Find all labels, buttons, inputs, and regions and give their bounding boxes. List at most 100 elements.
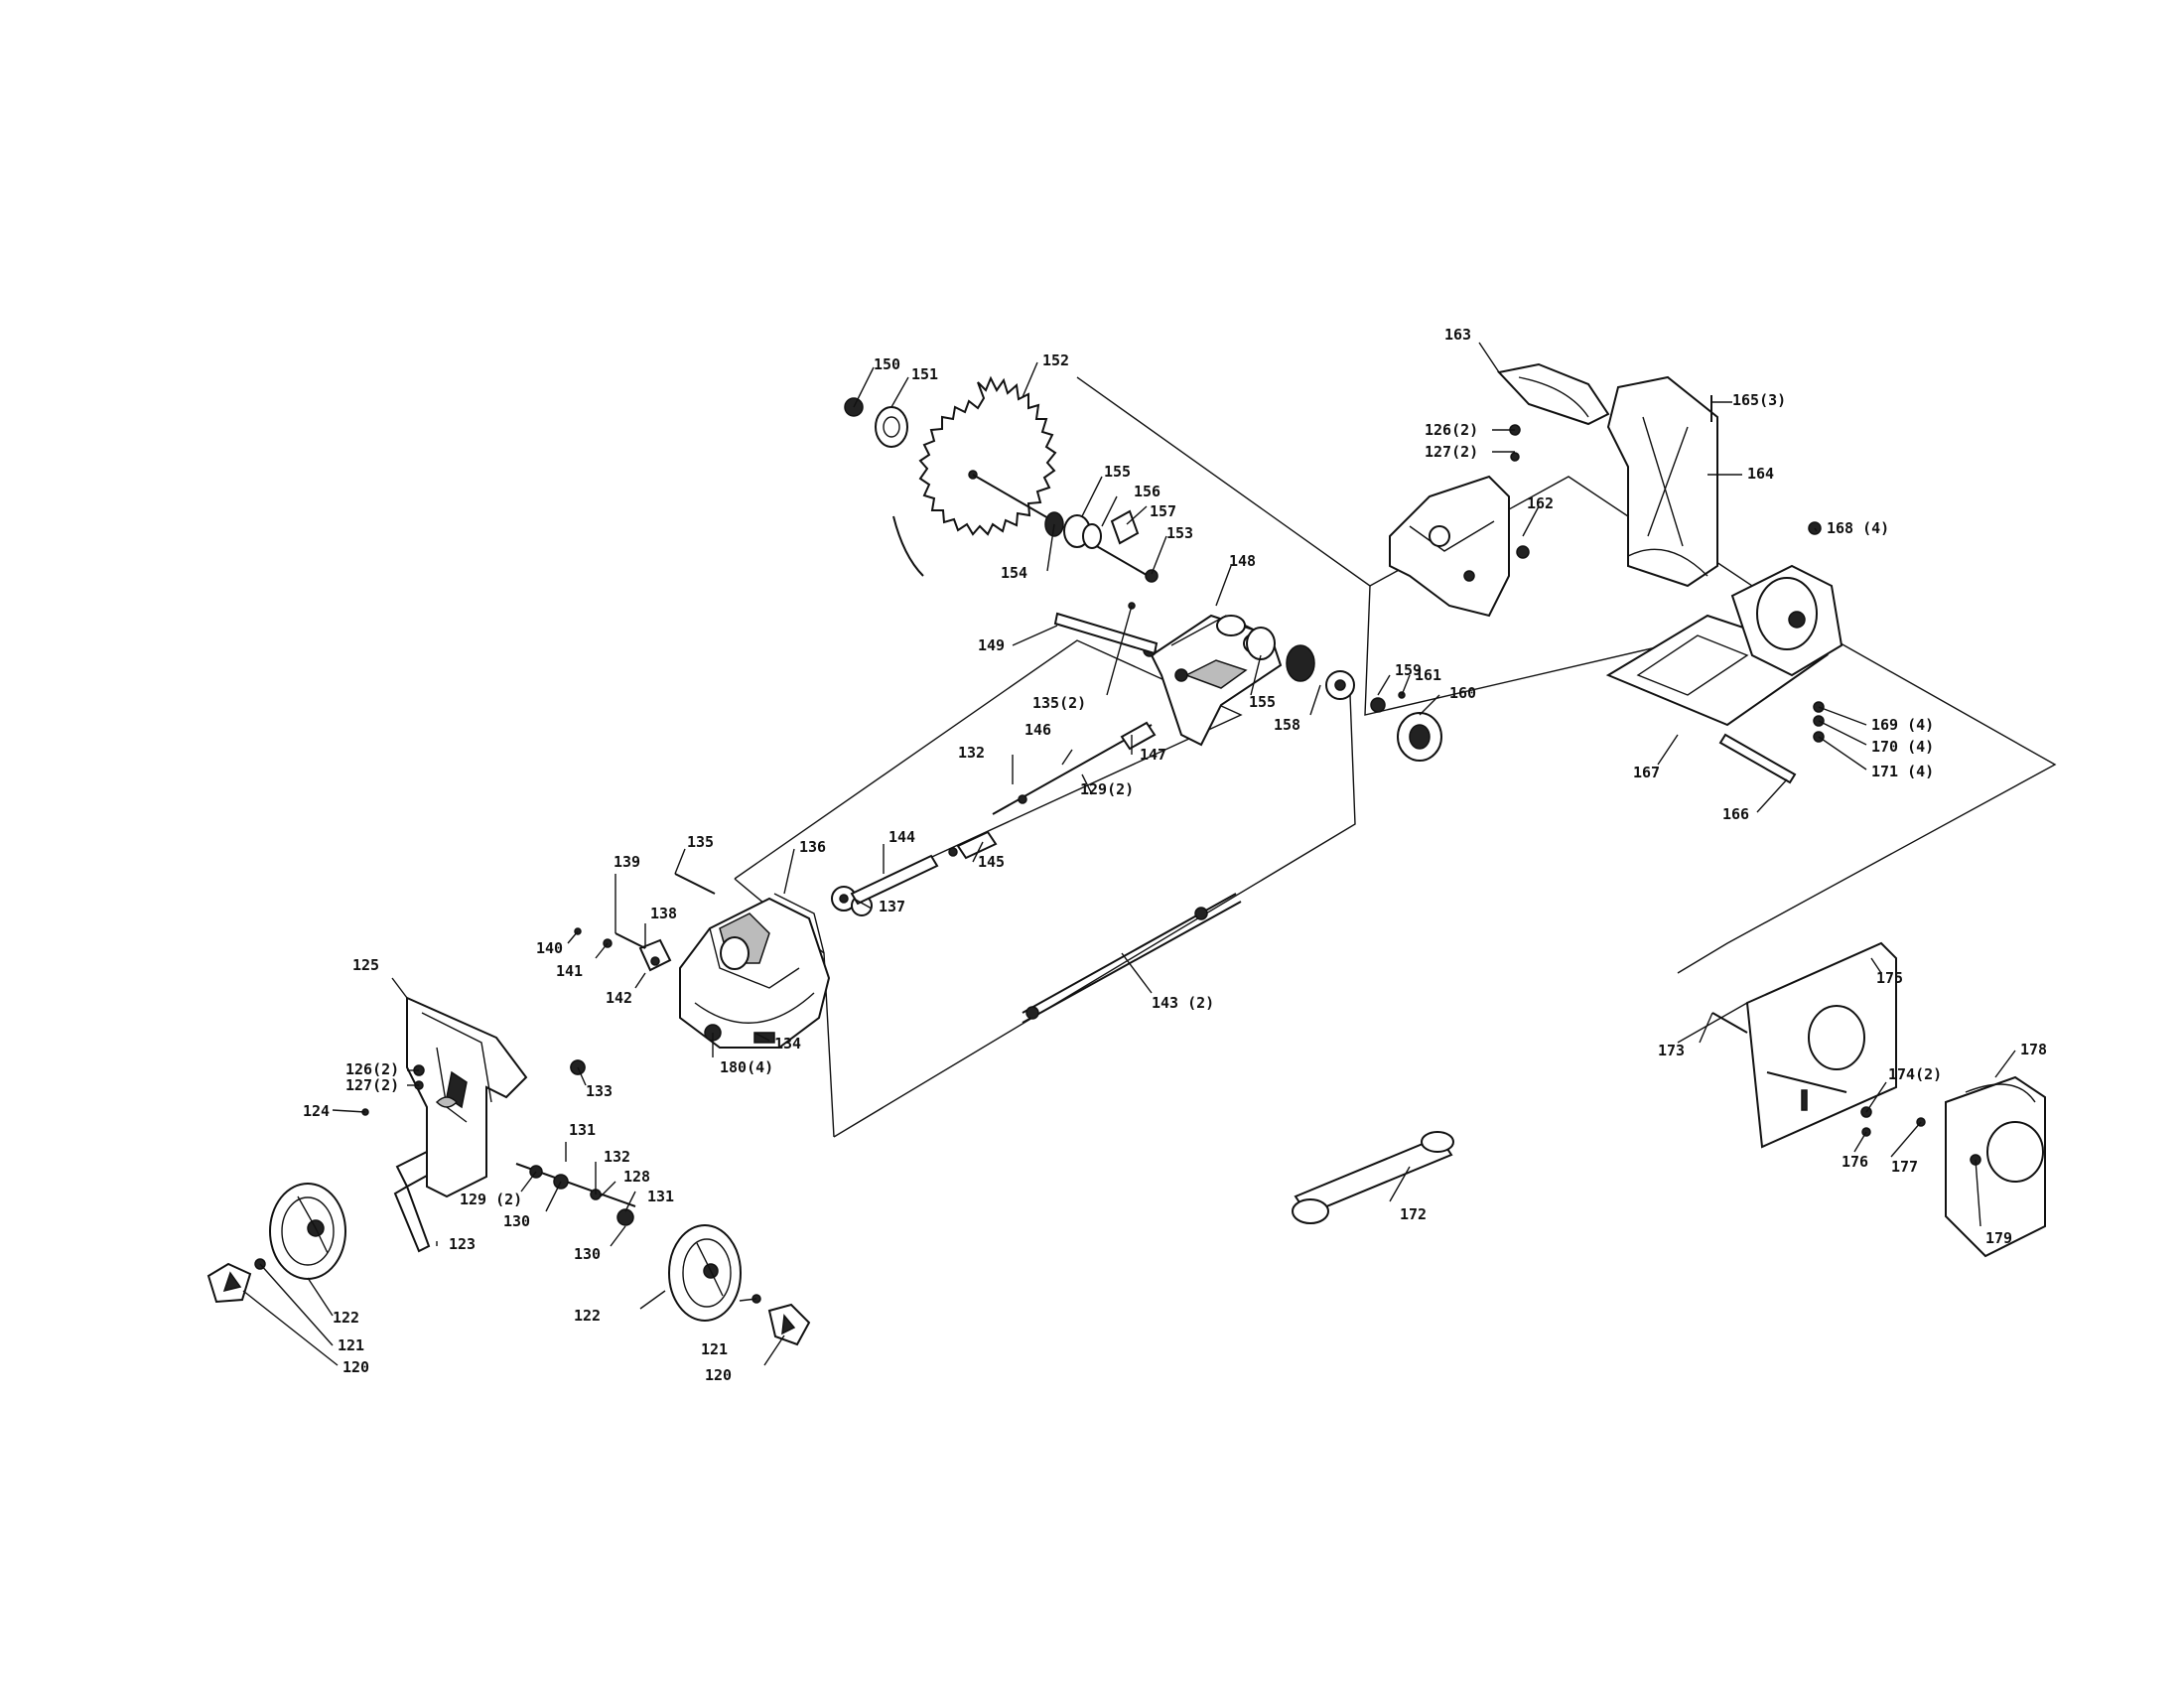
label-152: 152 — [1042, 351, 1069, 369]
elevation-screw-146 — [992, 721, 1157, 815]
label-140: 140 — [536, 939, 563, 957]
label-168: 168 (4) — [1827, 519, 1889, 537]
label-155-lower: 155 — [1249, 693, 1276, 711]
label-130-left: 130 — [503, 1212, 530, 1230]
label-126-left: 126(2) — [345, 1060, 399, 1078]
label-135-upper: 135(2) — [1032, 694, 1086, 712]
label-170: 170 (4) — [1871, 738, 1934, 756]
label-131-lower: 131 — [647, 1188, 674, 1205]
label-164: 164 — [1747, 465, 1774, 483]
label-130-lower: 130 — [574, 1245, 601, 1263]
rod-166 — [1718, 733, 1797, 784]
label-159: 159 — [1395, 661, 1422, 679]
label-158: 158 — [1274, 716, 1300, 734]
connecting-shaft-143 — [1022, 893, 1242, 1024]
label-135: 135 — [687, 833, 714, 851]
label-136: 136 — [799, 838, 826, 856]
label-163: 163 — [1444, 326, 1471, 344]
label-171: 171 (4) — [1871, 763, 1934, 780]
motor-assembly — [1730, 564, 1843, 677]
label-121-left: 121 — [338, 1336, 364, 1354]
label-160: 160 — [1449, 684, 1476, 702]
label-147: 147 — [1140, 746, 1166, 764]
arbor-shaft-parts — [972, 474, 1159, 583]
label-154: 154 — [1001, 564, 1027, 582]
spring-139 — [614, 932, 646, 949]
label-146: 146 — [1024, 721, 1051, 739]
label-179: 179 — [1985, 1229, 2012, 1247]
label-142: 142 — [606, 989, 632, 1007]
label-178: 178 — [2020, 1041, 2047, 1058]
label-128: 128 — [623, 1168, 650, 1186]
label-125: 125 — [352, 956, 379, 974]
front-handwheel-122 — [668, 1224, 742, 1322]
label-132-lower: 132 — [604, 1148, 630, 1166]
label-127-right: 127(2) — [1425, 443, 1478, 461]
leader-lines — [242, 342, 2016, 1366]
screw-173 — [1711, 1012, 1748, 1034]
label-161: 161 — [1415, 666, 1441, 684]
label-129-upper: 129(2) — [1080, 780, 1134, 798]
rear-trunnion-162 — [1389, 475, 1510, 618]
label-129-left: 129 (2) — [460, 1191, 522, 1208]
label-134: 134 — [774, 1035, 801, 1052]
left-handle-knob-120 — [206, 1262, 252, 1304]
label-132-upper: 132 — [958, 744, 985, 762]
label-175: 175 — [1876, 969, 1903, 987]
rod-149 — [1053, 612, 1159, 655]
label-169: 169 (4) — [1871, 716, 1934, 734]
pulley-158 — [1286, 644, 1355, 700]
label-153: 153 — [1166, 524, 1193, 542]
front-trunnion-125 — [406, 996, 528, 1198]
label-141: 141 — [556, 962, 583, 980]
label-162: 162 — [1527, 494, 1554, 512]
label-174: 174(2) — [1888, 1065, 1942, 1083]
label-138: 138 — [650, 905, 677, 922]
label-167: 167 — [1633, 764, 1660, 781]
carriage-housing-134 — [679, 893, 831, 1049]
label-165: 165(3) — [1732, 391, 1786, 409]
motor-bracket-164 — [1606, 375, 1718, 588]
label-144: 144 — [888, 828, 915, 846]
label-177: 177 — [1891, 1158, 1918, 1176]
label-166: 166 — [1722, 805, 1749, 823]
label-139: 139 — [614, 853, 640, 871]
label-155: 155 — [1104, 463, 1131, 481]
label-126-right: 126(2) — [1425, 421, 1478, 439]
label-137: 137 — [879, 898, 905, 915]
front-shaft-parts — [515, 1059, 636, 1226]
bracket-138 — [638, 938, 672, 972]
part-labels: 120 121 122 123 124 125 126(2) 127(2) 12… — [303, 326, 2047, 1384]
saw-blade-152 — [892, 375, 1057, 577]
front-handle-knob-120 — [767, 1303, 811, 1346]
label-120-front: 120 — [705, 1366, 732, 1384]
belt-guard-178 — [1945, 1075, 2046, 1258]
label-149: 149 — [978, 636, 1005, 654]
label-145: 145 — [978, 853, 1005, 871]
bearing-155 — [1246, 627, 1276, 660]
label-176: 176 — [1842, 1153, 1868, 1171]
label-173: 173 — [1658, 1042, 1685, 1059]
key-159 — [1370, 697, 1386, 713]
arbor-wrench-172 — [1292, 1131, 1454, 1224]
label-127-left: 127(2) — [345, 1076, 399, 1094]
nut-162-side — [1516, 545, 1530, 559]
label-122-front: 122 — [574, 1307, 601, 1325]
label-133: 133 — [586, 1082, 613, 1100]
cover-175 — [1745, 941, 1897, 1149]
shaft-144 — [850, 854, 939, 906]
guard-163 — [1497, 362, 1610, 426]
label-150: 150 — [874, 355, 900, 373]
label-148: 148 — [1229, 552, 1256, 570]
drive-pulley-160 — [1397, 712, 1442, 762]
label-121-front: 121 — [701, 1340, 728, 1358]
coupling-145 — [948, 830, 998, 860]
label-180: 180(4) — [720, 1058, 773, 1076]
flange-151 — [875, 406, 908, 448]
label-124: 124 — [303, 1102, 330, 1120]
label-156: 156 — [1134, 483, 1160, 500]
label-123: 123 — [449, 1235, 476, 1253]
label-131-upper: 131 — [569, 1121, 596, 1139]
label-157: 157 — [1150, 502, 1176, 520]
